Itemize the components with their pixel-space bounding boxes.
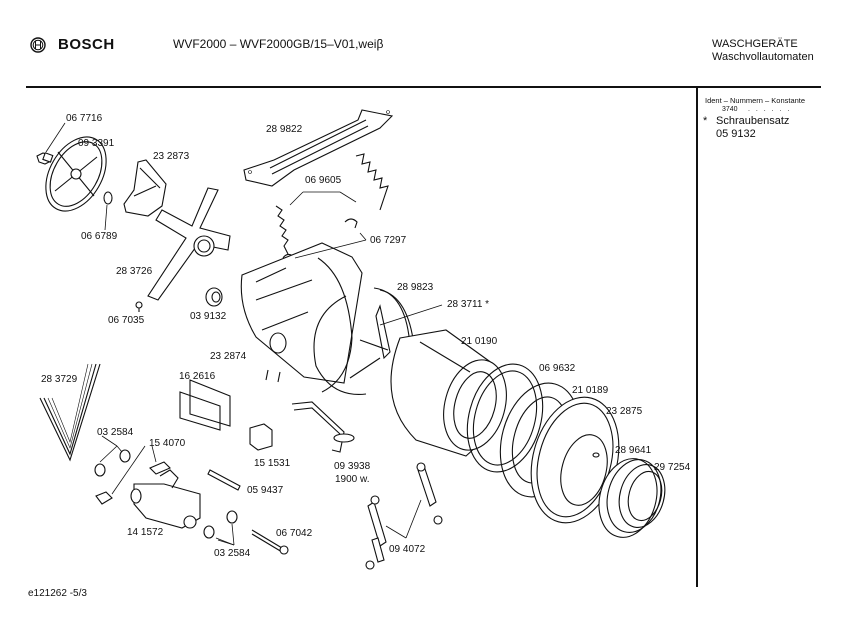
part-label[interactable]: 06 6789 bbox=[81, 231, 118, 242]
part-pulley[interactable] bbox=[33, 126, 118, 221]
ident-number: 3740 bbox=[722, 106, 738, 113]
part-label[interactable]: 15 4070 bbox=[149, 438, 186, 449]
set-number: 05 9132 bbox=[716, 128, 756, 140]
header-divider bbox=[26, 86, 821, 88]
part-label[interactable]: 14 1572 bbox=[127, 527, 164, 538]
part-label[interactable]: 28 9641 bbox=[615, 445, 652, 456]
part-label[interactable]: 09 3938 bbox=[334, 461, 371, 472]
part-small-screw[interactable] bbox=[135, 301, 143, 312]
part-door-gasket[interactable] bbox=[591, 452, 672, 544]
part-tub-housing[interactable] bbox=[240, 242, 363, 393]
set-marker: * bbox=[703, 115, 708, 127]
part-label[interactable]: 06 9605 bbox=[305, 175, 342, 186]
model-title: WVF2000 – WVF2000GB/15–V01,weiβ bbox=[173, 37, 384, 51]
part-label[interactable]: 23 2874 bbox=[210, 351, 247, 362]
part-circlip[interactable] bbox=[103, 191, 113, 205]
part-drum[interactable] bbox=[390, 329, 516, 457]
part-label[interactable]: 1900 w. bbox=[335, 474, 370, 485]
document-id: e121262 -5/3 bbox=[28, 588, 87, 599]
brand-name: BOSCH bbox=[58, 36, 115, 53]
part-label[interactable]: 05 9437 bbox=[247, 485, 284, 496]
part-top-crossbar[interactable] bbox=[243, 109, 394, 187]
part-label[interactable]: 09 3391 bbox=[78, 138, 115, 149]
part-motor-bracket[interactable] bbox=[179, 379, 231, 431]
part-label[interactable]: 06 7035 bbox=[108, 315, 145, 326]
part-label[interactable]: 16 2616 bbox=[179, 371, 216, 382]
part-tub-rear[interactable] bbox=[313, 295, 391, 395]
part-spring[interactable] bbox=[275, 153, 389, 255]
part-drum-cross[interactable] bbox=[147, 187, 231, 301]
part-label[interactable]: 21 0190 bbox=[461, 336, 498, 347]
ident-dots: . . . . . . bbox=[748, 106, 792, 113]
brand-logo: BOSCH bbox=[30, 36, 115, 53]
part-cable-holder[interactable] bbox=[249, 423, 273, 451]
part-label[interactable]: 28 3711 * bbox=[447, 299, 490, 310]
part-label[interactable]: 28 9823 bbox=[397, 282, 434, 293]
part-screw[interactable] bbox=[36, 152, 54, 165]
part-bolt[interactable] bbox=[251, 529, 289, 555]
part-label[interactable]: 03 9132 bbox=[190, 311, 227, 322]
part-shock-absorber[interactable] bbox=[365, 462, 443, 570]
part-label[interactable]: 09 4072 bbox=[389, 544, 426, 555]
part-label[interactable]: 28 9822 bbox=[266, 124, 303, 135]
part-label[interactable]: 03 2584 bbox=[214, 548, 251, 559]
part-label[interactable]: 03 2584 bbox=[97, 427, 134, 438]
part-motor-clip[interactable] bbox=[95, 461, 171, 505]
part-label[interactable]: 28 3726 bbox=[116, 266, 153, 277]
part-tub-front[interactable] bbox=[518, 387, 632, 532]
part-label[interactable]: 15 1531 bbox=[254, 458, 291, 469]
part-bracket[interactable] bbox=[123, 159, 167, 217]
ident-label: Ident – Nummern – Konstante bbox=[705, 96, 806, 105]
part-motor[interactable] bbox=[130, 469, 201, 529]
set-name: Schraubensatz bbox=[716, 115, 790, 127]
part-label[interactable]: 21 0189 bbox=[572, 385, 609, 396]
part-clamp-screw[interactable] bbox=[592, 452, 600, 458]
part-label[interactable]: 06 7042 bbox=[276, 528, 313, 539]
part-drive-belt[interactable] bbox=[39, 363, 101, 462]
sidebar-divider bbox=[696, 87, 698, 587]
part-bearing[interactable] bbox=[205, 287, 223, 307]
part-label[interactable]: 23 2875 bbox=[606, 406, 643, 417]
part-label[interactable]: 23 2873 bbox=[153, 151, 190, 162]
part-heater[interactable] bbox=[291, 401, 355, 453]
category-title: WASCHGERÄTE bbox=[712, 38, 798, 50]
part-tub-seal[interactable] bbox=[456, 356, 554, 481]
part-label[interactable]: 06 9632 bbox=[539, 363, 576, 374]
part-label[interactable]: 28 3729 bbox=[41, 374, 78, 385]
part-label[interactable]: 06 7297 bbox=[370, 235, 407, 246]
leader-lines bbox=[45, 122, 443, 546]
part-seal-strip[interactable] bbox=[207, 469, 241, 491]
subcategory-title: Waschvollautomaten bbox=[712, 51, 814, 63]
part-label[interactable]: 29 7254 bbox=[654, 462, 691, 473]
part-label[interactable]: 06 7716 bbox=[66, 113, 103, 124]
bosch-armature-icon bbox=[30, 36, 46, 53]
part-damper-bushing[interactable] bbox=[94, 449, 238, 539]
